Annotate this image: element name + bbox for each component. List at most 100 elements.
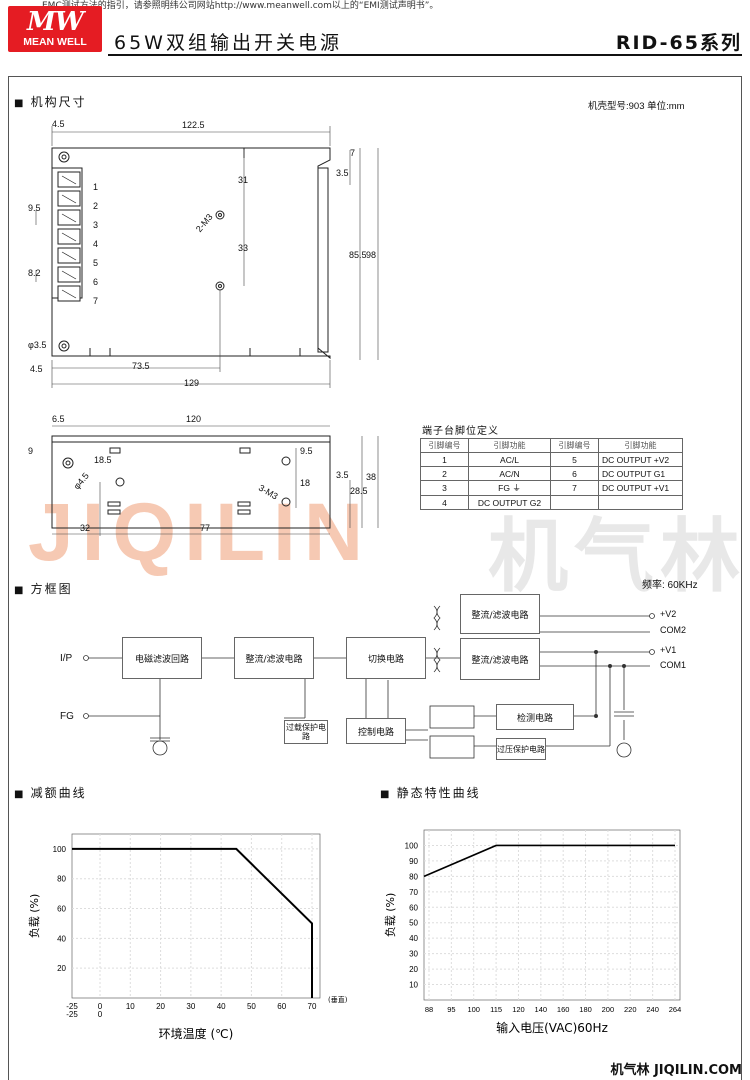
section-mechanical: 机构尺寸 [14, 93, 87, 110]
dim-9-5: 9.5 [28, 203, 41, 213]
dim-18: 18 [300, 478, 311, 488]
y-tick-label: 70 [409, 888, 418, 897]
x-tick-label: 40 [217, 1002, 226, 1011]
case-note: 机壳型号:903 单位:mm [588, 101, 685, 112]
dim-31: 31 [238, 175, 249, 185]
x-tick-label: 264 [669, 1005, 682, 1014]
x-tick-label: 220 [624, 1005, 637, 1014]
x-tick-label: 240 [646, 1005, 659, 1014]
x-tick-label: 0 [98, 1002, 103, 1011]
x-tick-label: 10 [126, 1002, 135, 1011]
y-tick-label: 80 [57, 875, 66, 884]
plot-area [71, 833, 321, 999]
series-name: RID-65系列 [615, 32, 742, 54]
watermark-latin: JIQILIN [28, 487, 372, 578]
dim-32: 32 [80, 523, 91, 533]
dim-4-5-top: 4.5 [52, 119, 65, 129]
pin-table-header: 引脚编号引脚功能 引脚编号引脚功能 [420, 438, 683, 453]
x-tick-label: 70 [308, 1002, 317, 1011]
box-rectifier-1: 整流/滤波电路 [234, 637, 314, 679]
top-note: EMC测试方法的指引，请参照明纬公司网站http://www.meanwell.… [42, 1, 439, 11]
x-tick-label: 88 [425, 1005, 433, 1014]
mean-well-logo: MW MEAN WELL [8, 6, 102, 52]
y-tick-label: 60 [409, 903, 418, 912]
x-tick-label: 95 [447, 1005, 455, 1014]
box-overload-protection: 过载保护电路 [284, 720, 328, 744]
label-v2: +V2 [660, 609, 677, 619]
x-axis-label: 环境温度 (℃) [159, 1026, 234, 1041]
x-tick-label-2: 0 [98, 1010, 103, 1019]
x-tick-label: -25 [66, 1002, 78, 1011]
dim-122-5: 122.5 [182, 120, 205, 130]
label-v1: +V1 [660, 645, 677, 655]
y-tick-label: 10 [409, 981, 418, 990]
y-tick-label: 50 [409, 919, 418, 928]
x-tick-label: 200 [602, 1005, 615, 1014]
box-control: 控制电路 [346, 718, 406, 744]
x-tick-label: 115 [490, 1005, 502, 1014]
page-title: 65W双组输出开关电源 [114, 32, 342, 54]
dim-33: 33 [238, 243, 249, 253]
dim-18-5: 18.5 [94, 455, 112, 465]
block-diagram-wires [83, 605, 655, 759]
box-rectifier-3: 整流/滤波电路 [460, 638, 540, 680]
dim-73-5: 73.5 [132, 361, 150, 371]
section-static: 静态特性曲线 [380, 784, 481, 801]
box-rectifier-2: 整流/滤波电路 [460, 594, 540, 634]
y-tick-label: 40 [409, 934, 418, 943]
section-block: 方框图 [14, 580, 73, 597]
watermark-cjk: 机气林 [488, 510, 746, 603]
derating-chart: 100 80 60 40 20 -25 0 10 20 30 40 50 60 70 -25 0 (垂直) 负载 … [27, 833, 348, 1041]
y-tick-label: 40 [57, 934, 66, 943]
dim-hole-3-5: φ3.5 [28, 340, 47, 350]
box-detection: 检测电路 [496, 704, 574, 730]
x-tick-label: 50 [247, 1002, 256, 1011]
dim-120: 120 [186, 414, 202, 424]
x-tick-label: 30 [186, 1002, 195, 1011]
dim-3-5-side: 3.5 [336, 470, 349, 480]
x-tick-label-2: -25 [66, 1010, 78, 1019]
x-tick-label: 160 [557, 1005, 570, 1014]
x-tick-label: 20 [156, 1002, 165, 1011]
box-emi-filter: 电磁滤波回路 [122, 637, 202, 679]
header-rule [108, 54, 742, 56]
x-note: (垂直) [328, 995, 348, 1004]
y-tick-label: 20 [57, 964, 66, 973]
y-axis-label: 负载 (%) [27, 894, 41, 939]
dim-8-2: 8.2 [28, 268, 41, 278]
dim-9: 9 [28, 446, 34, 456]
x-tick-label: 60 [277, 1002, 286, 1011]
y-tick-label: 60 [57, 905, 66, 914]
side-view-drawing [51, 425, 379, 536]
plot-area [423, 829, 681, 1001]
content-frame [8, 76, 742, 1080]
x-tick-label: 100 [467, 1005, 480, 1014]
derating-line [72, 847, 313, 998]
dim-9-5-side: 9.5 [300, 446, 313, 456]
x-tick-label: 180 [579, 1005, 592, 1014]
label-com2: COM2 [660, 625, 687, 635]
dim-3-5: 3.5 [336, 168, 349, 178]
box-overvoltage-protection: 过压保护电路 [496, 738, 546, 760]
y-axis-label: 负载 (%) [383, 893, 397, 938]
y-tick-label: 90 [409, 857, 418, 866]
section-derating: 减额曲线 [14, 784, 87, 801]
label-ip: I/P [60, 653, 73, 664]
label-com1: COM1 [660, 660, 687, 670]
dim-98: 98 [366, 250, 377, 260]
label-fg: FG [60, 711, 74, 722]
box-switching: 切换电路 [346, 637, 426, 679]
y-tick-label: 80 [409, 872, 418, 881]
top-view-drawing [35, 126, 379, 388]
dim-38: 38 [366, 472, 377, 482]
dim-7: 7 [350, 148, 356, 158]
y-tick-label: 100 [53, 845, 67, 854]
logo-text: MEAN WELL [23, 36, 87, 48]
pin-table-caption: 端子台脚位定义 [422, 426, 499, 437]
dim-6-5: 6.5 [52, 414, 65, 424]
